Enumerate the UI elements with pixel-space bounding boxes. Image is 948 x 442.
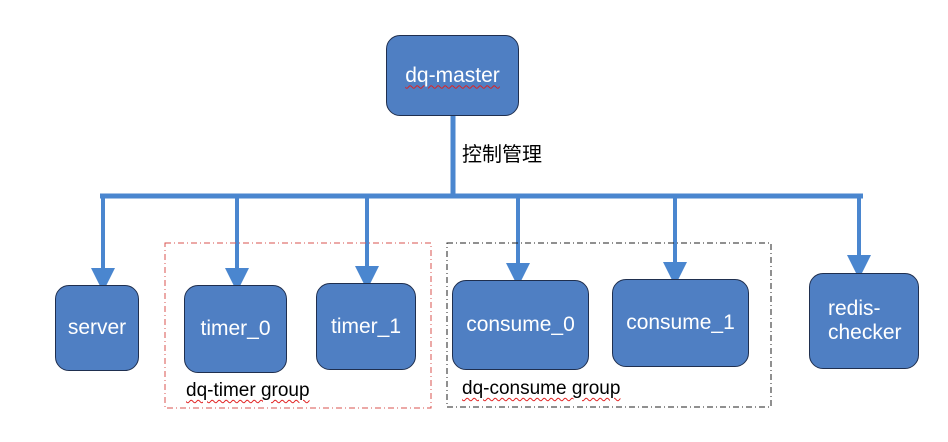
timer-group-box xyxy=(164,242,432,409)
dq-timer-group-label: dq-timer group xyxy=(186,380,310,401)
timer-1-label: timer_1 xyxy=(330,314,402,338)
server-label: server xyxy=(67,316,127,340)
redis-checker-label: redis- checker xyxy=(828,297,902,344)
dq-master-node: dq-master xyxy=(386,35,519,116)
consume-0-label: consume_0 xyxy=(466,313,575,337)
redis-checker-node: redis- checker xyxy=(809,273,919,369)
control-management-label: 控制管理 xyxy=(462,144,542,166)
dq-master-label: dq-master xyxy=(405,63,500,87)
timer-1-node: timer_1 xyxy=(316,283,416,370)
timer-0-label: timer_0 xyxy=(200,317,271,341)
timer-0-node: timer_0 xyxy=(184,285,287,373)
consume-1-node: consume_1 xyxy=(612,279,749,367)
server-node: server xyxy=(55,285,139,371)
consume-0-node: consume_0 xyxy=(452,280,589,370)
consume-group-box xyxy=(446,242,772,408)
consume-1-label: consume_1 xyxy=(626,311,735,335)
dq-consume-group-label: dq-consume group xyxy=(462,378,621,399)
